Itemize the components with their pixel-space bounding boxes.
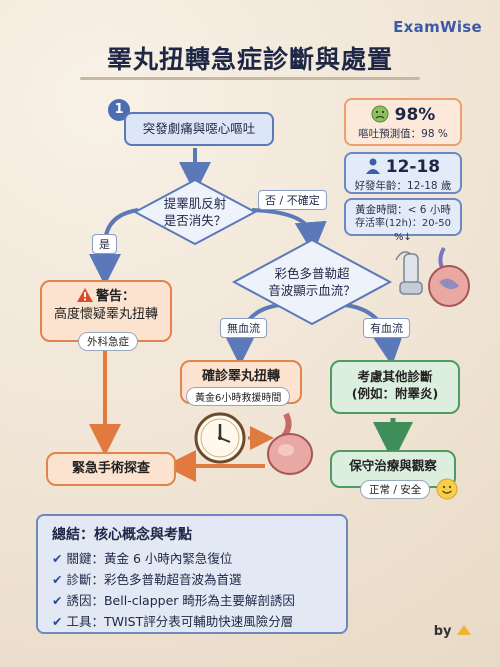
start-node-label: 突發劇痛與噁心嘔吐 xyxy=(142,121,256,136)
footer-by: by xyxy=(433,624,452,639)
title-underline xyxy=(80,77,420,80)
person-icon xyxy=(365,158,380,174)
warning-icon xyxy=(76,288,93,302)
conservative-tag: 正常 / 安全 xyxy=(360,480,431,499)
ultrasound-probe-icon xyxy=(395,251,423,295)
check-icon: ✔ xyxy=(52,572,63,587)
summary-item: ✔關鍵：黃金 6 小時內緊急復位 xyxy=(52,548,232,567)
edge-label-yes: 是 xyxy=(92,234,117,254)
summary-panel: 總結：核心概念與考點 ✔關鍵：黃金 6 小時內緊急復位 ✔診斷：彩色多普勒超音波… xyxy=(36,514,348,634)
summary-item-text: 誘因：Bell-clapper 畸形為主要解剖誘因 xyxy=(66,593,295,608)
age-stat-label: 好發年齡：12-18 歲 xyxy=(354,179,452,192)
smile-icon xyxy=(436,478,458,500)
cremasteric-line2: 是否消失？ xyxy=(163,212,227,228)
testis-icon xyxy=(267,412,313,475)
summary-title: 總結：核心概念與考點 xyxy=(52,527,192,543)
golden-time-line1: 黃金時間：< 6 小時 xyxy=(355,204,451,216)
cremasteric-diamond xyxy=(132,178,258,246)
edge-label-no-unsure: 否 / 不確定 xyxy=(258,190,327,210)
summary-item-text: 工具：TWIST評分表可輔助快速風險分層 xyxy=(66,614,294,629)
clock-icon xyxy=(194,412,246,464)
edge-label-no-flow: 無血流 xyxy=(220,318,267,338)
warning-tag: 外科急症 xyxy=(78,332,138,351)
edge-label-has-flow: 有血流 xyxy=(363,318,410,338)
vomit-stat-card: 98% 嘔吐預測值：98 % xyxy=(344,98,462,146)
summary-item: ✔誘因：Bell-clapper 畸形為主要解剖誘因 xyxy=(52,590,295,609)
testis-doppler-icon xyxy=(428,246,470,307)
warning-node: 警告： 高度懷疑睪丸扭轉 xyxy=(40,280,172,342)
confirm-title: 確診睪丸扭轉 xyxy=(201,369,280,384)
arrow-no-unsure xyxy=(251,208,327,254)
check-icon: ✔ xyxy=(52,593,63,608)
author-logo-icon xyxy=(457,625,471,635)
age-stat-card: 12-18 好發年齡：12-18 歲 xyxy=(344,152,462,194)
doppler-line1: 彩色多普勒超 xyxy=(274,266,350,281)
summary-item: ✔診斷：彩色多普勒超音波為首選 xyxy=(52,569,242,588)
vomit-stat-value: 98% xyxy=(394,105,436,125)
page-title: 睪丸扭轉急症診斷與處置 xyxy=(106,45,393,74)
other-body: (例如：附睪炎) xyxy=(351,385,439,401)
conservative-title: 保守治療與觀察 xyxy=(349,458,437,473)
other-title: 考慮其他診斷 xyxy=(357,369,433,384)
summary-item-text: 關鍵：黃金 6 小時內緊急復位 xyxy=(66,551,233,566)
doppler-diamond xyxy=(231,238,393,326)
warning-body: 高度懷疑睪丸扭轉 xyxy=(53,306,158,322)
other-diagnosis-node: 考慮其他診斷 (例如：附睪炎) xyxy=(330,360,460,414)
confirm-tag: 黃金6小時救援時間 xyxy=(186,387,291,406)
surgery-label: 緊急手術探查 xyxy=(71,461,150,476)
check-icon: ✔ xyxy=(52,614,63,629)
check-icon: ✔ xyxy=(52,551,63,566)
conservative-node: 保守治療與觀察 xyxy=(330,450,456,488)
vomit-stat-label: 嘔吐預測值：98 % xyxy=(358,127,448,140)
cremasteric-line1: 提睪肌反射 xyxy=(163,196,227,211)
summary-item-text: 診斷：彩色多普勒超音波為首選 xyxy=(66,572,242,587)
warning-title: 警告： xyxy=(95,289,135,304)
footer-credit: by xyxy=(434,623,472,639)
brand-logo: ExamWise xyxy=(393,18,482,36)
sick-face-icon xyxy=(371,105,389,123)
doppler-question: 彩色多普勒超 音波顯示血流？ xyxy=(252,266,372,300)
golden-time-card: 黃金時間：< 6 小時 存活率(12h)：20-50 %↓ xyxy=(344,198,462,243)
golden-time-line2: 存活率(12h)：20-50 %↓ xyxy=(355,218,451,243)
summary-item: ✔工具：TWIST評分表可輔助快速風險分層 xyxy=(52,611,293,630)
doppler-line2: 音波顯示血流？ xyxy=(268,282,356,298)
age-stat-value: 12-18 xyxy=(385,157,441,177)
start-node: 突發劇痛與噁心嘔吐 xyxy=(124,112,274,146)
cremasteric-question: 提睪肌反射 是否消失？ xyxy=(145,196,245,230)
surgery-node: 緊急手術探查 xyxy=(46,452,176,486)
